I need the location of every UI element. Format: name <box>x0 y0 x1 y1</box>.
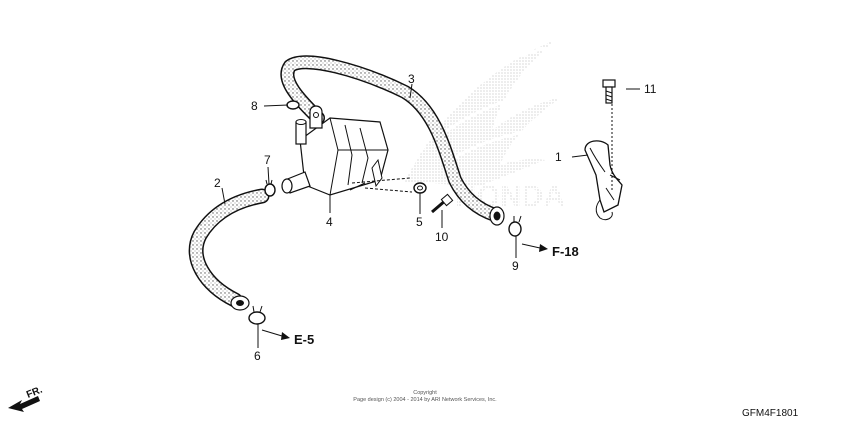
callout-1: 1 <box>555 150 562 164</box>
callout-10: 10 <box>435 230 449 244</box>
callout-3: 3 <box>408 72 415 86</box>
callout-9: 9 <box>512 259 519 273</box>
bolt-11 <box>602 79 616 104</box>
callout-4: 4 <box>326 215 333 229</box>
bolt-10 <box>431 193 454 214</box>
arrow-e5 <box>261 329 290 340</box>
washer-5 <box>413 182 427 194</box>
clamp-7 <box>264 179 276 197</box>
copyright-line-2: Page design (c) 2004 - 2014 by ARI Netwo… <box>353 397 497 403</box>
arrow-f18 <box>521 243 548 252</box>
front-direction-label: FR. <box>25 384 44 400</box>
leader-lines <box>221 83 640 348</box>
callout-11: 11 <box>644 82 657 96</box>
callout-5: 5 <box>416 215 423 229</box>
front-direction-indicator: FR. <box>8 384 44 412</box>
hose-3 <box>280 55 505 226</box>
hose-2 <box>188 188 270 311</box>
diagram-code: GFM4F1801 <box>742 408 799 419</box>
bracket-1 <box>584 140 623 221</box>
solenoid-valve <box>281 105 389 196</box>
reference-e5[interactable]: E-5 <box>294 332 314 347</box>
callout-8: 8 <box>251 99 258 113</box>
reference-f18[interactable]: F-18 <box>552 244 579 259</box>
copyright-line-1: Copyright <box>413 390 437 396</box>
callout-7: 7 <box>264 153 271 167</box>
callout-6: 6 <box>254 349 261 363</box>
clamp-6 <box>248 305 266 325</box>
clamp-9 <box>508 215 522 237</box>
clip-8 <box>286 100 300 110</box>
callout-2: 2 <box>214 176 221 190</box>
